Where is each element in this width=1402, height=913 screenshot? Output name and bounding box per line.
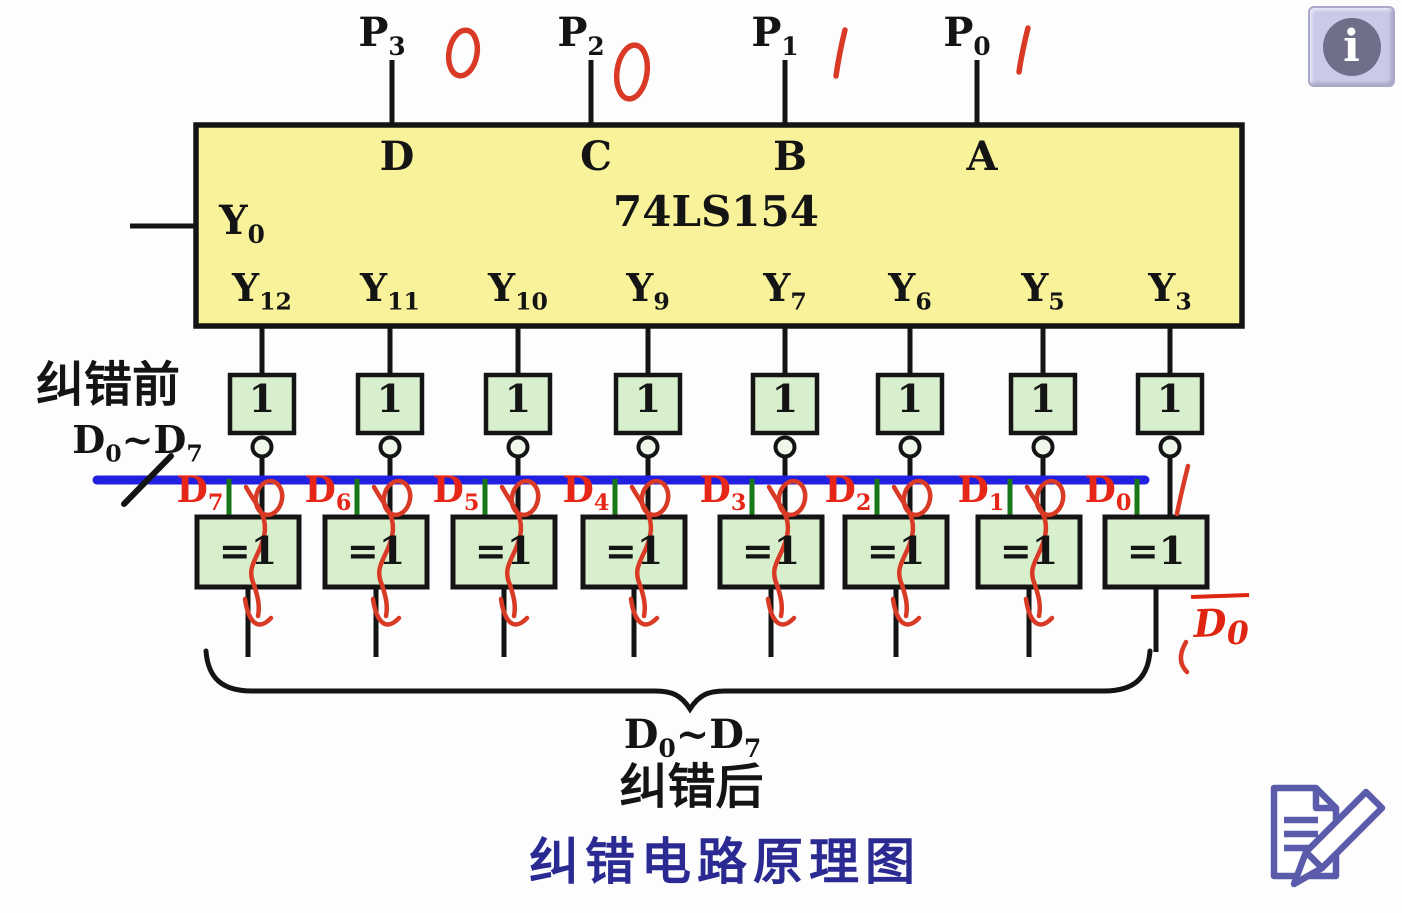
bus-tap-label-d1: D1: [957, 469, 1005, 517]
inverter-label: 1: [504, 376, 532, 421]
bus-width-slash: [121, 453, 174, 507]
decoder-input-c: C: [580, 133, 612, 180]
decoder-input-d: D: [379, 133, 415, 180]
after-correction-caption: 纠错后: [619, 759, 764, 815]
inverter-label: 1: [248, 376, 276, 421]
bus-tap-label-d5: D5: [432, 469, 480, 517]
y-output-label-12: Y12: [232, 265, 292, 316]
y-output-wires: [259, 326, 1173, 377]
handwritten-stray-mark: [1178, 639, 1190, 675]
enable-pin-label: Y0: [219, 197, 265, 249]
bus-tap-label-d2: D2: [824, 469, 872, 517]
y-output-label-7: Y7: [763, 265, 807, 316]
info-icon: i: [1322, 17, 1381, 76]
decoder-input-a: A: [966, 133, 998, 180]
notes-edit-icon[interactable]: [1270, 784, 1386, 888]
p-input-label-0: P0: [943, 9, 991, 61]
output-range-label: D0~D7: [623, 711, 762, 763]
bus-tap-label-d0: D0: [1084, 469, 1132, 517]
y-output-label-11: Y11: [360, 265, 420, 316]
p-input-label-2: P2: [557, 9, 605, 61]
p-input-wires: [389, 60, 980, 125]
info-icon-glyph: i: [1343, 21, 1360, 72]
p-input-label-1: P1: [751, 9, 799, 61]
y-output-label-6: Y6: [888, 265, 932, 316]
xor-gate-label: =1: [346, 528, 406, 573]
p-input-label-3: P3: [358, 9, 406, 61]
inverter-to-xor-wires: [259, 456, 1173, 519]
corrected-d0-label: D0: [1190, 593, 1252, 654]
bus-tap-label-d7: D7: [176, 469, 224, 517]
xor-gate-label: =1: [604, 528, 664, 573]
before-correction-caption: 纠错前: [35, 357, 180, 413]
inverter-label: 1: [896, 376, 924, 421]
bus-tap-label-d6: D6: [304, 469, 352, 517]
diagram-title: 纠错电路原理图: [529, 832, 921, 891]
inverter-label: 1: [771, 376, 799, 421]
xor-gate-label: =1: [474, 528, 534, 573]
xor-output-wires: [245, 587, 1159, 657]
xor-gate-label: =1: [866, 528, 926, 573]
decoder-input-b: B: [773, 133, 807, 180]
output-group-brace: [203, 648, 1153, 714]
bus-tap-label-d3: D3: [699, 469, 747, 517]
handwritten-bus-one-mark: [1174, 463, 1191, 517]
bus-tap-wires: [226, 479, 1140, 527]
inverter-label: 1: [1156, 376, 1184, 421]
y-output-label-3: Y3: [1148, 265, 1192, 316]
xor-gate-label: =1: [218, 528, 278, 573]
inverter-bubbles: [250, 435, 1182, 459]
xor-gate-boxes: [194, 514, 1210, 590]
inverter-boxes: [227, 372, 1205, 436]
info-button[interactable]: i: [1308, 6, 1395, 87]
decoder-chip-box: [193, 122, 1245, 329]
handwritten-p-values: [445, 25, 1031, 102]
chip-name: 74LS154: [613, 187, 819, 236]
y-output-label-10: Y10: [488, 265, 548, 316]
inverter-label: 1: [634, 376, 662, 421]
y-output-label-9: Y9: [626, 265, 670, 316]
xor-gate-label: =1: [741, 528, 801, 573]
xor-gate-label: =1: [1126, 528, 1186, 573]
xor-gate-label: =1: [999, 528, 1059, 573]
inverter-label: 1: [376, 376, 404, 421]
before-correction-range: D0~D7: [72, 417, 203, 468]
y-output-label-5: Y5: [1021, 265, 1065, 316]
inverter-label: 1: [1029, 376, 1057, 421]
bus-tap-label-d4: D4: [562, 469, 610, 517]
